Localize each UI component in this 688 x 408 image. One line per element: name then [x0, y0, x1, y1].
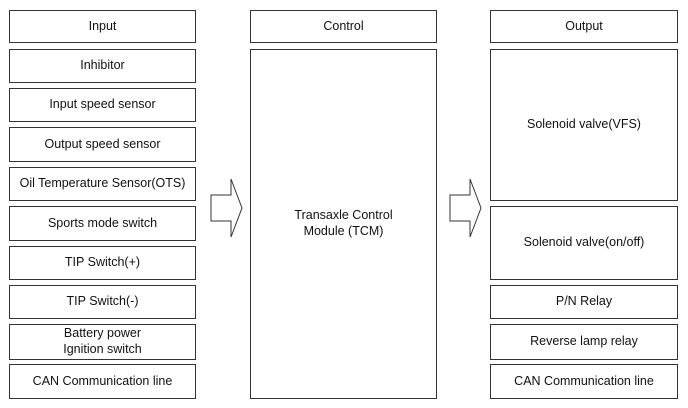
output-item-solenoid-valve-vfs: Solenoid valve(VFS) [490, 49, 678, 201]
output-item-can-communication-line: CAN Communication line [490, 364, 678, 399]
input-item-can-communication-line: CAN Communication line [9, 364, 196, 399]
input-item-output-speed-sensor: Output speed sensor [9, 127, 196, 162]
input-item-sports-mode-switch: Sports mode switch [9, 206, 196, 241]
control-header: Control [250, 10, 437, 43]
control-to-output-arrow [449, 178, 482, 238]
input-to-control-arrow [210, 178, 243, 238]
input-item-battery-ignition: Battery power Ignition switch [9, 324, 196, 360]
output-header: Output [490, 10, 678, 43]
input-header: Input [9, 10, 196, 43]
input-item-tip-switch-plus: TIP Switch(+) [9, 246, 196, 280]
input-item-input-speed-sensor: Input speed sensor [9, 88, 196, 122]
output-item-reverse-lamp-relay: Reverse lamp relay [490, 324, 678, 360]
input-item-oil-temperature-sensor: Oil Temperature Sensor(OTS) [9, 167, 196, 201]
output-item-pn-relay: P/N Relay [490, 285, 678, 319]
input-item-tip-switch-minus: TIP Switch(-) [9, 285, 196, 319]
output-item-solenoid-valve-on-off: Solenoid valve(on/off) [490, 206, 678, 280]
tcm-module-box: Transaxle Control Module (TCM) [250, 49, 437, 399]
input-item-inhibitor: Inhibitor [9, 49, 196, 83]
